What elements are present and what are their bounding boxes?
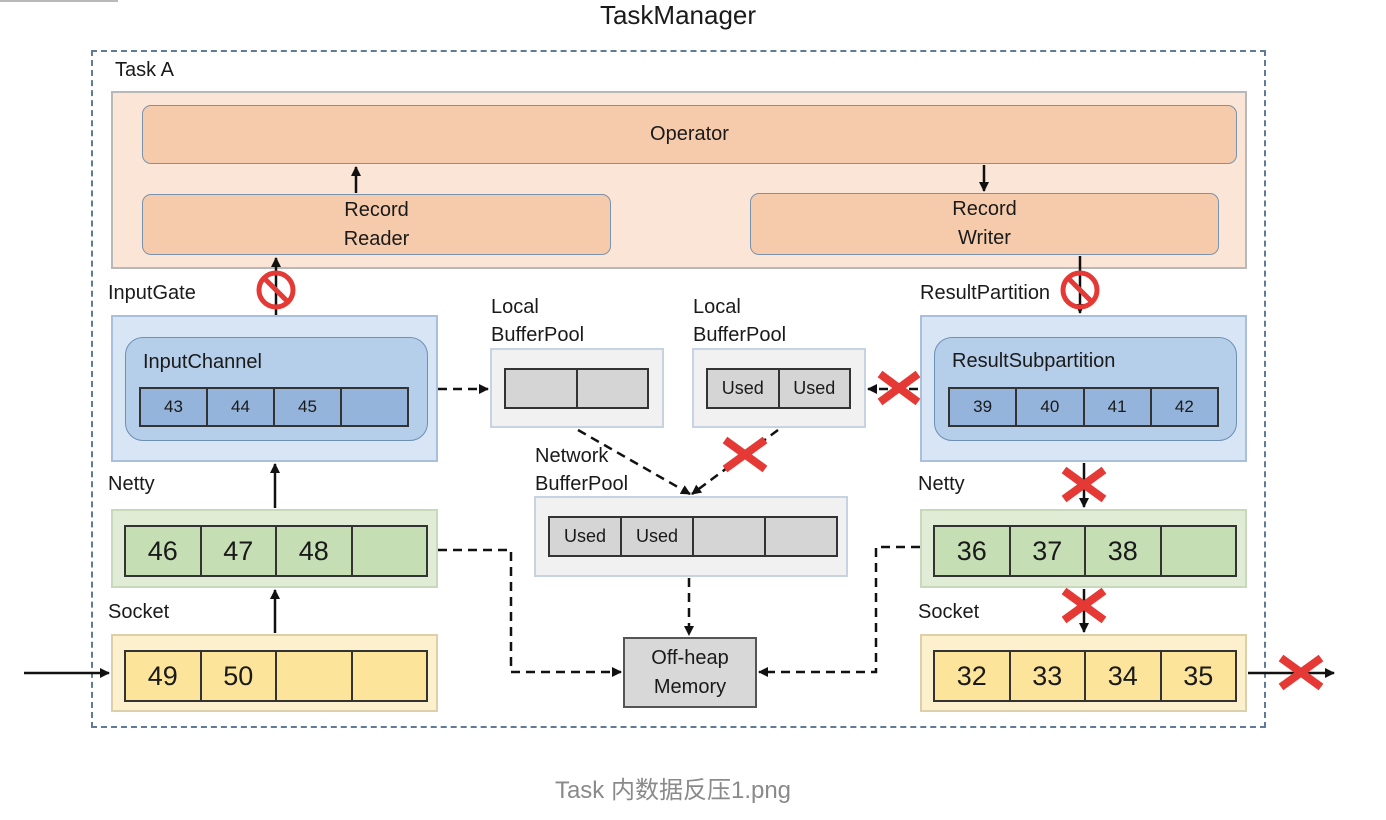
buffer-cell: 45: [275, 389, 342, 425]
local-buffer-pool-right-buffers: Used Used: [706, 368, 851, 409]
cross-mark-icon: [1278, 654, 1324, 691]
buffer-cell: Used: [793, 378, 836, 398]
buffer-cell: 35: [1183, 660, 1214, 691]
buffer-cell: 32: [935, 652, 1011, 700]
socket-left-buffers: 49 50: [124, 650, 428, 702]
buffer-cell: 39: [950, 389, 1018, 425]
socket-right-buffers: 32 33 34 35: [933, 650, 1237, 702]
local-buffer-pool-left-label: Local BufferPool: [491, 296, 585, 346]
corner-decoration-line: [0, 0, 118, 2]
network-buffer-pool-buffers: Used Used: [548, 516, 838, 557]
socket-right-label: Socket: [918, 601, 980, 623]
operator-box: Operator: [142, 105, 1237, 164]
cross-mark-icon: [1061, 587, 1107, 624]
buffer-cell: 36: [935, 527, 1011, 575]
buffer-cell: 38: [1086, 527, 1162, 575]
dashed-arrow-icon: [758, 545, 920, 677]
input-gate-label: InputGate: [108, 282, 196, 304]
buffer-cell: [694, 518, 766, 555]
buffer-cell: 48: [277, 527, 353, 575]
netty-right-buffers: 36 37 38: [933, 525, 1237, 577]
buffer-cell: 40: [1017, 389, 1085, 425]
record-writer-box: Record Writer: [750, 193, 1219, 255]
image-caption: Task 内数据反压1.png: [554, 777, 792, 804]
buffer-cell: 33: [1011, 652, 1086, 700]
local-buffer-pool-left-buffers: [504, 368, 649, 409]
buffer-cell: 47: [202, 527, 277, 575]
buffer-cell: Used: [708, 370, 780, 407]
buffer-cell: Used: [550, 518, 622, 555]
result-subpartition-buffers: 39 40 41 42: [948, 387, 1219, 427]
buffer-cell: [277, 652, 353, 700]
buffer-cell: 41: [1085, 389, 1152, 425]
buffer-cell: Used: [622, 518, 694, 555]
netty-left-label: Netty: [108, 473, 155, 495]
dashed-arrow-icon: [577, 428, 691, 496]
input-channel-buffers: 43 44 45: [139, 387, 409, 427]
cross-mark-icon: [1061, 466, 1107, 503]
netty-right-label: Netty: [918, 473, 965, 495]
buffer-cell: 34: [1086, 652, 1162, 700]
offheap-memory-box: Off-heap Memory: [623, 637, 757, 708]
buffer-cell: 44: [208, 389, 275, 425]
result-subpartition-label: ResultSubpartition: [952, 350, 1116, 372]
buffer-cell: 37: [1011, 527, 1086, 575]
socket-left-label: Socket: [108, 601, 170, 623]
buffer-cell: 46: [126, 527, 202, 575]
netty-left-buffers: 46 47 48: [124, 525, 428, 577]
record-reader-box: Record Reader: [142, 194, 611, 255]
result-partition-label: ResultPartition: [920, 282, 1051, 304]
local-buffer-pool-right-label: Local BufferPool: [693, 296, 787, 346]
task-a-label: Task A: [115, 59, 174, 81]
no-entry-icon: [256, 270, 296, 310]
network-buffer-pool-label: Network BufferPool: [535, 445, 629, 495]
buffer-cell: 43: [141, 389, 208, 425]
input-channel-label: InputChannel: [143, 351, 262, 373]
buffer-cell: 49: [126, 652, 202, 700]
no-entry-icon: [1060, 270, 1100, 310]
dashed-arrow-icon: [438, 548, 622, 677]
task-a-boundary: [91, 50, 1266, 728]
buffer-cell: [506, 370, 578, 407]
buffer-cell: 50: [202, 652, 277, 700]
diagram-title: TaskManager: [599, 0, 757, 30]
cross-mark-icon: [877, 370, 921, 406]
cross-mark-icon: [722, 436, 768, 473]
buffer-cell: 42: [1174, 397, 1194, 416]
